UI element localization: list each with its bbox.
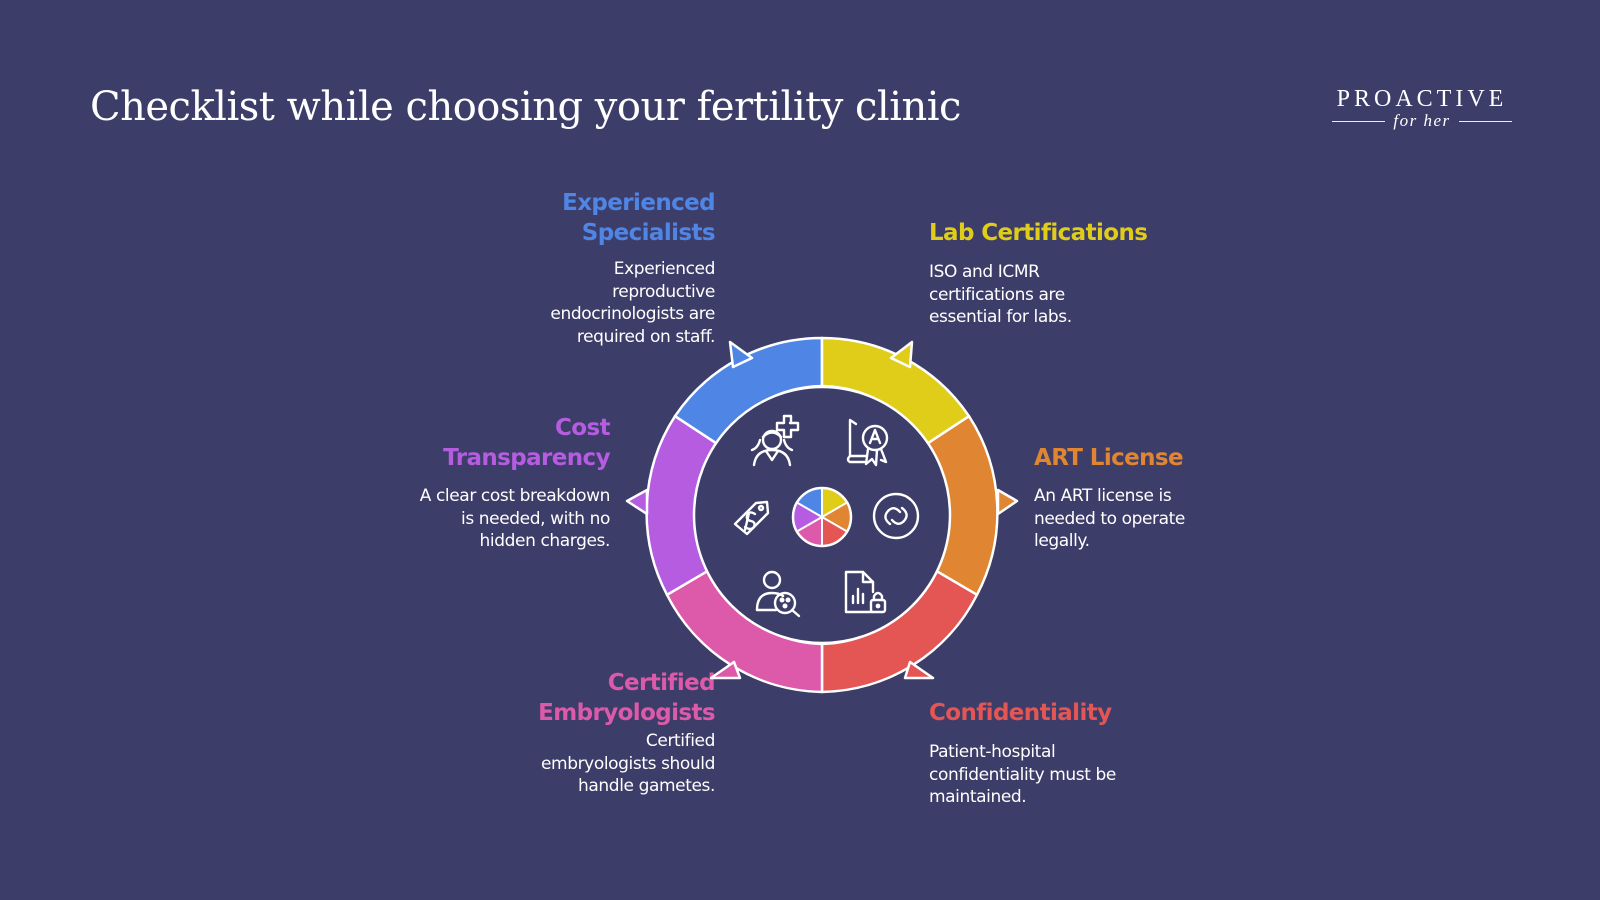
desc-line: required on staff.: [576, 326, 715, 347]
item-lab-certifications: Lab Certifications ISO and ICMR certific…: [929, 218, 1209, 329]
item-desc-lab-certifications: ISO and ICMR certifications are essentia…: [929, 261, 1209, 329]
desc-line: embryologists should: [540, 753, 715, 774]
certificate-badge-icon: [846, 418, 889, 467]
title-line: Cost: [555, 415, 611, 441]
item-cost-transparency: Cost Transparency A clear cost breakdown…: [350, 413, 611, 553]
desc-line: maintained.: [929, 787, 1027, 807]
desc-line: is needed, with no: [461, 508, 610, 529]
title-line: Embryologists: [538, 700, 715, 726]
title-line: ART License: [1034, 445, 1184, 471]
logo-sub-row: for her: [1332, 112, 1512, 130]
arrow-tip-experienced-specialists: [728, 340, 754, 369]
doctor-plus-icon: [750, 414, 800, 467]
title-line: Experienced: [562, 190, 716, 216]
item-art-license: ART License An ART license is needed to …: [1034, 443, 1274, 553]
item-title-cost-transparency: Cost Transparency: [350, 413, 610, 473]
desc-line: Certified: [645, 731, 715, 751]
item-confidentiality: Confidentiality Patient-hospital confide…: [929, 698, 1209, 809]
center-pie-icon: [791, 486, 853, 548]
desc-line: needed to operate: [1034, 508, 1185, 529]
arrow-tip-confidentiality: [903, 660, 935, 680]
item-desc-experienced-specialists: Experienced reproductive endocrinologist…: [455, 258, 715, 348]
person-microscope-icon: [755, 570, 801, 618]
desc-line: legally.: [1034, 531, 1090, 551]
logo-name: PROACTIVE: [1336, 86, 1508, 112]
logo-rule-right: [1458, 120, 1512, 122]
page-title: Checklist while choosing your fertility …: [90, 84, 961, 130]
desc-line: ISO and ICMR: [929, 262, 1040, 282]
desc-line: certifications are: [929, 284, 1065, 305]
title-line: Transparency: [443, 445, 610, 471]
item-desc-confidentiality: Patient-hospital confidentiality must be…: [929, 741, 1209, 809]
item-desc-cost-transparency: A clear cost breakdown is needed, with n…: [350, 485, 611, 553]
arrow-tip-lab-certifications: [889, 340, 914, 369]
desc-line: hidden charges.: [479, 531, 611, 551]
desc-line: An ART license is: [1034, 486, 1172, 506]
item-title-art-license: ART License: [1034, 443, 1274, 473]
logo-rule-left: [1332, 120, 1386, 122]
document-lock-icon: [844, 570, 887, 614]
arrow-tip-cost-transparency: [625, 488, 649, 516]
desc-line: handle gametes.: [578, 776, 715, 796]
desc-line: Patient-hospital: [929, 742, 1056, 762]
item-desc-art-license: An ART license is needed to operate lega…: [1034, 485, 1274, 553]
desc-line: essential for labs.: [929, 307, 1072, 327]
desc-line: confidentiality must be: [929, 764, 1116, 785]
title-line: Lab Certifications: [929, 220, 1148, 246]
desc-line: endocrinologists are: [550, 304, 715, 324]
logo-tagline: for her: [1393, 111, 1451, 130]
item-desc-certified-embryologists: Certified embryologists should handle ga…: [455, 730, 715, 798]
title-line: Specialists: [581, 220, 716, 246]
license-link-icon: [872, 492, 920, 540]
item-title-confidentiality: Confidentiality: [929, 698, 1209, 728]
brand-logo: PROACTIVE for her: [1332, 86, 1512, 130]
arrow-tip-art-license: [996, 488, 1019, 516]
item-experienced-specialists: Experienced Specialists Experienced repr…: [455, 188, 715, 348]
item-certified-embryologists: Certified Embryologists Certified embryo…: [455, 668, 715, 798]
title-line: Certified: [607, 670, 716, 696]
desc-line: A clear cost breakdown: [419, 486, 611, 506]
title-line: Confidentiality: [929, 700, 1112, 726]
arrow-tip-certified-embryologists: [709, 660, 742, 680]
price-tag-icon: [733, 500, 770, 536]
item-title-experienced-specialists: Experienced Specialists: [455, 188, 716, 248]
desc-line: Experienced: [613, 259, 716, 279]
desc-line: reproductive: [612, 281, 715, 302]
item-title-lab-certifications: Lab Certifications: [929, 218, 1209, 248]
item-title-certified-embryologists: Certified Embryologists: [455, 668, 715, 728]
